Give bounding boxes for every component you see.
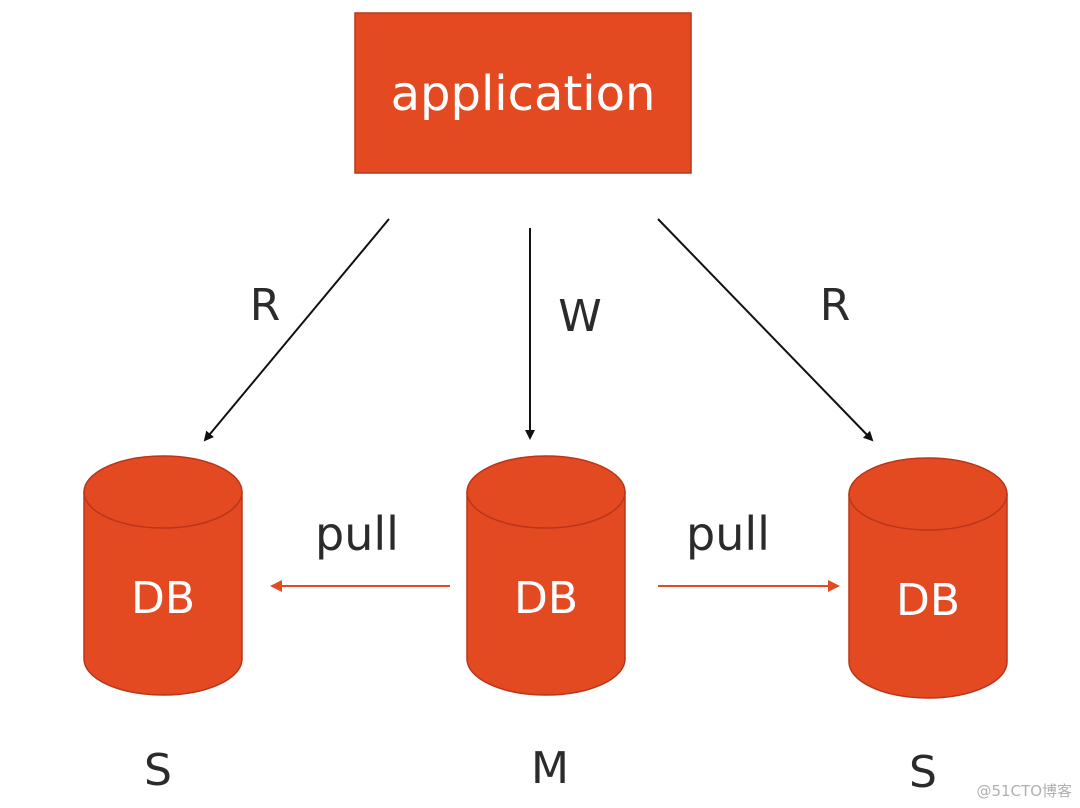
db-label-center: DB: [514, 573, 578, 624]
pull-label-right: pull: [686, 507, 770, 561]
role-label-right: S: [909, 747, 937, 798]
db-top-right: [848, 457, 1008, 531]
db-body-center: [466, 491, 626, 696]
read-label-right: R: [820, 280, 851, 331]
db-cylinder-left: DB: [83, 455, 243, 696]
read-arrow-right: [657, 218, 874, 442]
db-label-left: DB: [131, 573, 195, 624]
role-label-left: S: [144, 745, 172, 796]
pull-label-left: pull: [315, 507, 399, 561]
read-arrow-left: [203, 218, 390, 442]
application-label: application: [391, 66, 656, 122]
db-cylinder-center: DB: [466, 455, 626, 696]
db-top-center: [466, 455, 626, 529]
db-label-right: DB: [896, 575, 960, 626]
application-node: application: [354, 12, 692, 174]
db-body-left: [83, 491, 243, 696]
application-box: [354, 12, 692, 174]
watermark-text: @51CTO博客: [976, 782, 1072, 800]
read-label-left: R: [250, 280, 281, 331]
role-label-center: M: [531, 743, 569, 794]
db-top-left: [83, 455, 243, 529]
db-cylinder-right: DB: [848, 457, 1008, 699]
db-body-right: [848, 493, 1008, 699]
write-label-center: W: [558, 291, 602, 342]
